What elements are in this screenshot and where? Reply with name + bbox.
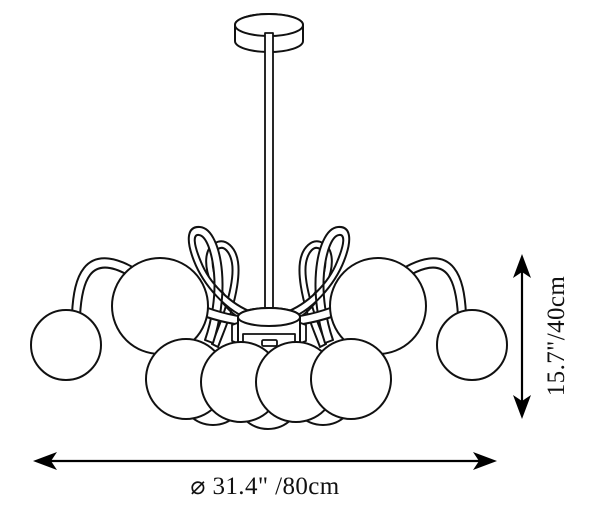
mid-arm-group — [187, 225, 351, 344]
globe-front-4 — [310, 338, 392, 420]
height-dimension: 15.7"/40cm — [513, 254, 570, 419]
arm-mid-right — [283, 225, 351, 344]
width-dimension-label: ⌀ 31.4" /80cm — [190, 473, 339, 500]
width-arrow-left — [33, 452, 57, 470]
width-dimension: ⌀ 31.4" /80cm — [33, 452, 497, 500]
arm-mid-left — [187, 225, 255, 344]
globe-outer-right — [436, 309, 508, 381]
suspension-rod — [264, 32, 274, 319]
width-arrow-right — [473, 452, 497, 470]
globe-outer-left — [30, 309, 102, 381]
hub-detail-plate — [261, 339, 278, 347]
height-dimension-label: 15.7"/40cm — [543, 276, 570, 397]
height-arrow-top — [513, 254, 531, 278]
height-arrow-bottom — [513, 395, 531, 419]
hub-top-rim — [237, 307, 301, 327]
